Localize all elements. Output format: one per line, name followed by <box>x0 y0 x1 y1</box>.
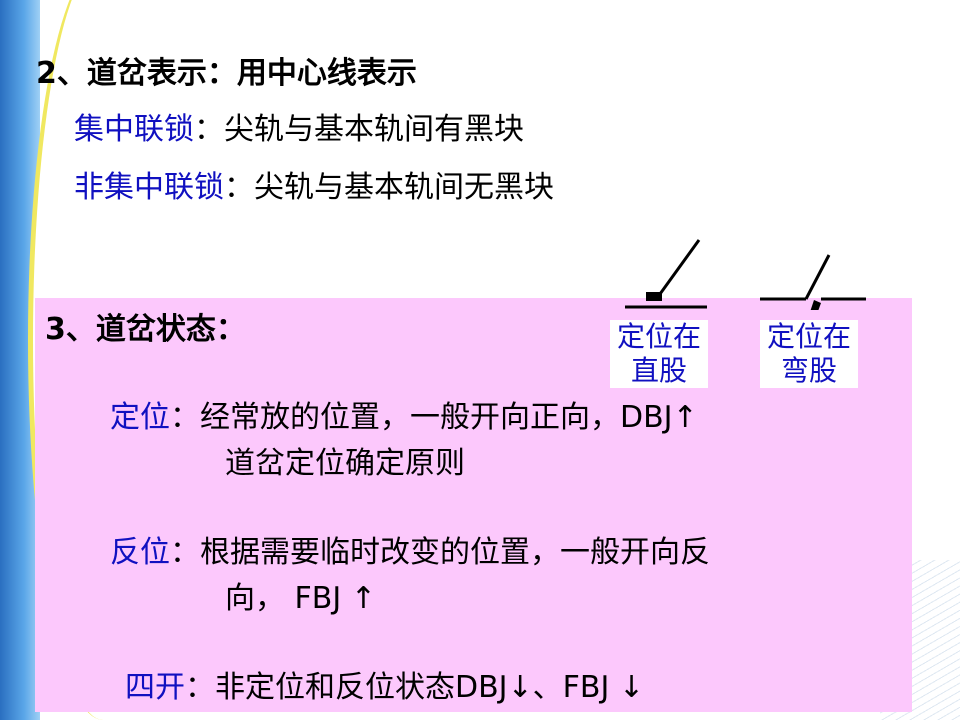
normal-label: 定位 <box>110 400 170 435</box>
label-line: 弯股 <box>780 354 837 387</box>
label-normal-curved: 定位在弯股 <box>760 320 858 388</box>
fouled-position-line: 四开：非定位和反位状态DBJ↓、FBJ ↓ <box>125 670 644 706</box>
normal-text: ：经常放的位置，一般开向正向，DBJ↑ <box>170 400 698 435</box>
noncentralized-text: ：尖轨与基本轨间无黑块 <box>224 170 554 205</box>
reverse-text: ：根据需要临时改变的位置，一般开向反 <box>170 535 710 570</box>
centralized-text: ：尖轨与基本轨间有黑块 <box>194 112 524 147</box>
normal-text-cont: 道岔定位确定原则 <box>225 446 465 481</box>
label-line: 直股 <box>630 354 687 387</box>
noncentralized-label: 非集中联锁 <box>74 170 224 205</box>
centralized-line: 集中联锁：尖轨与基本轨间有黑块 <box>74 112 524 148</box>
label-normal-straight: 定位在直股 <box>610 320 708 388</box>
centralized-label: 集中联锁 <box>74 112 194 147</box>
label-line: 定位在 <box>766 320 851 353</box>
switch-straight-diagram <box>625 239 707 309</box>
fouled-text: ：非定位和反位状态DBJ↓、FBJ ↓ <box>185 670 645 705</box>
reverse-position-line: 反位：根据需要临时改变的位置，一般开向反 <box>110 535 710 571</box>
switch-curved-diagram <box>760 254 866 310</box>
noncentralized-line: 非集中联锁：尖轨与基本轨间无黑块 <box>74 170 554 206</box>
label-line: 定位在 <box>616 320 701 353</box>
reverse-text-cont: 向， FBJ ↑ <box>225 581 376 616</box>
heading-switch-state: 3、道岔状态： <box>45 312 246 347</box>
switch-diagrams <box>625 239 866 310</box>
reverse-label: 反位 <box>110 535 170 570</box>
fouled-label: 四开 <box>125 670 185 705</box>
normal-position-line: 定位：经常放的位置，一般开向正向，DBJ↑ <box>110 400 698 436</box>
heading-switch-representation: 2、道岔表示：用中心线表示 <box>36 56 417 91</box>
